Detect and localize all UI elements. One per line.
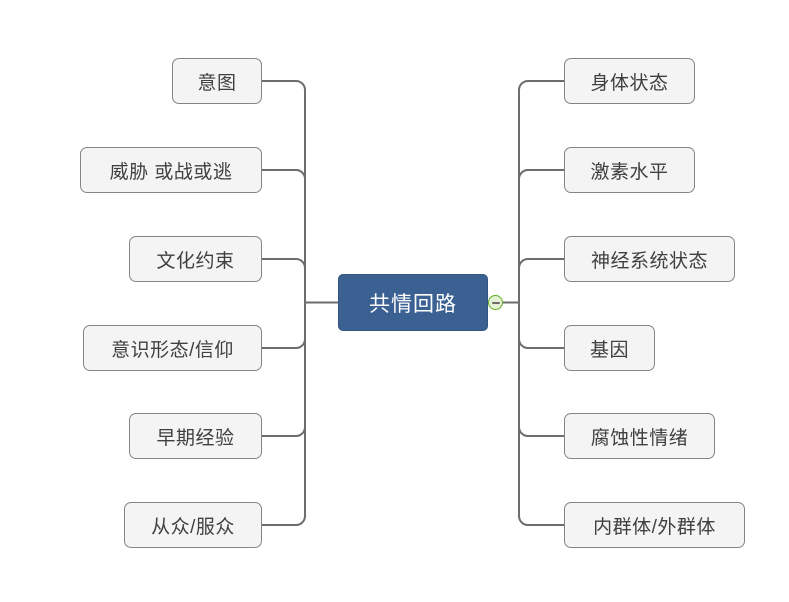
node-label: 早期经验 [156,427,235,449]
node-神经系统状态[interactable]: 神经系统状态 [564,236,735,282]
node-文化约束[interactable]: 文化约束 [129,236,262,282]
node-label: 意识形态/信仰 [111,339,234,361]
connector [518,515,564,526]
connector [262,258,306,269]
minus-icon [491,301,500,304]
node-label: 威胁 或战或逃 [109,161,233,183]
node-内群体-外群体[interactable]: 内群体/外群体 [564,502,745,548]
connector [262,338,306,349]
connector [262,426,306,437]
node-label: 内群体/外群体 [593,516,716,538]
node-从众-服众[interactable]: 从众/服众 [124,502,262,548]
node-label: 神经系统状态 [590,250,708,272]
connector [518,426,564,437]
node-label: 意图 [197,72,237,94]
node-意识形态-信仰[interactable]: 意识形态/信仰 [83,325,262,371]
node-label: 从众/服众 [151,516,235,538]
node-早期经验[interactable]: 早期经验 [129,413,262,459]
node-基因[interactable]: 基因 [564,325,655,371]
node-label: 激素水平 [590,161,669,183]
node-意图[interactable]: 意图 [172,58,262,104]
node-label: 身体状态 [590,72,669,94]
node-威胁-或战或逃[interactable]: 威胁 或战或逃 [80,147,262,193]
node-腐蚀性情绪[interactable]: 腐蚀性情绪 [564,413,715,459]
connector [262,169,306,180]
node-label: 腐蚀性情绪 [590,427,689,449]
connector [262,80,306,91]
connector [518,338,564,349]
node-激素水平[interactable]: 激素水平 [564,147,695,193]
node-label: 共情回路 [369,292,457,316]
root-node-共情回路[interactable]: 共情回路 [338,274,488,331]
node-label: 文化约束 [156,250,235,272]
collapse-toggle-icon[interactable] [488,295,503,310]
connector [262,515,306,526]
connector [518,80,564,91]
connector [518,169,564,180]
node-label: 基因 [589,339,629,361]
connector [518,258,564,269]
node-身体状态[interactable]: 身体状态 [564,58,695,104]
